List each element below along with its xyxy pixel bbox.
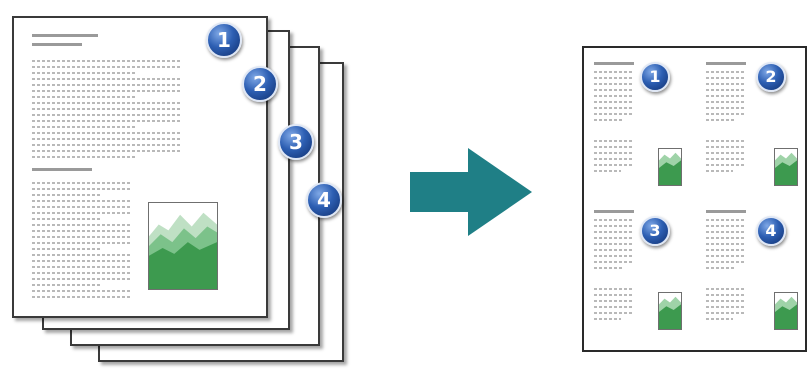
- page-text-block: [32, 60, 182, 162]
- chart-picture-icon: [658, 292, 682, 330]
- page-number-badge-3: 3: [278, 124, 314, 160]
- result-number-badge-2: 2: [756, 62, 786, 92]
- chart-picture-icon: [774, 292, 798, 330]
- cell-text-lines: [706, 140, 744, 176]
- cell-text-lines: [594, 140, 632, 176]
- result-cell-3: [590, 202, 698, 350]
- result-number-badge-1: 1: [640, 62, 670, 92]
- result-page: 1 2 3: [582, 46, 807, 352]
- page-number-badge-4: 4: [306, 182, 342, 218]
- cell-text-lines: [594, 210, 634, 273]
- result-cell-1: [590, 54, 698, 202]
- page-text-block-2: [32, 182, 132, 302]
- page-heading-lines: [32, 34, 142, 52]
- chart-picture-icon: [658, 148, 682, 186]
- cell-text-lines: [706, 62, 746, 125]
- cell-text-lines: [706, 288, 744, 324]
- result-number-badge-3: 3: [640, 216, 670, 246]
- cell-text-lines: [594, 62, 634, 125]
- result-cell-4: [702, 202, 809, 350]
- right-arrow-icon: [410, 148, 532, 236]
- result-cell-2: [702, 54, 809, 202]
- cell-text-lines: [594, 288, 632, 324]
- chart-picture-icon: [148, 202, 218, 290]
- page-subheading-line: [32, 168, 92, 177]
- source-page-1: [12, 16, 268, 318]
- page-number-badge-2: 2: [242, 66, 278, 102]
- result-number-badge-4: 4: [756, 216, 786, 246]
- chart-picture-icon: [774, 148, 798, 186]
- cell-text-lines: [706, 210, 746, 273]
- page-number-badge-1: 1: [206, 22, 242, 58]
